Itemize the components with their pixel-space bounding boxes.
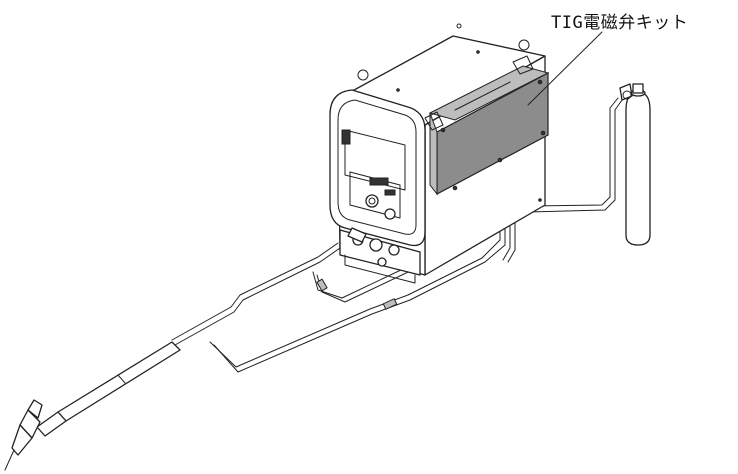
callout-leader-line (527, 31, 603, 106)
tig-solenoid-valve-kit (424, 55, 550, 196)
tig-torch (4, 341, 181, 471)
gas-cylinder (619, 83, 651, 246)
hose-couplers (316, 278, 398, 310)
callout-label: TIG電磁弁キット (551, 13, 689, 33)
